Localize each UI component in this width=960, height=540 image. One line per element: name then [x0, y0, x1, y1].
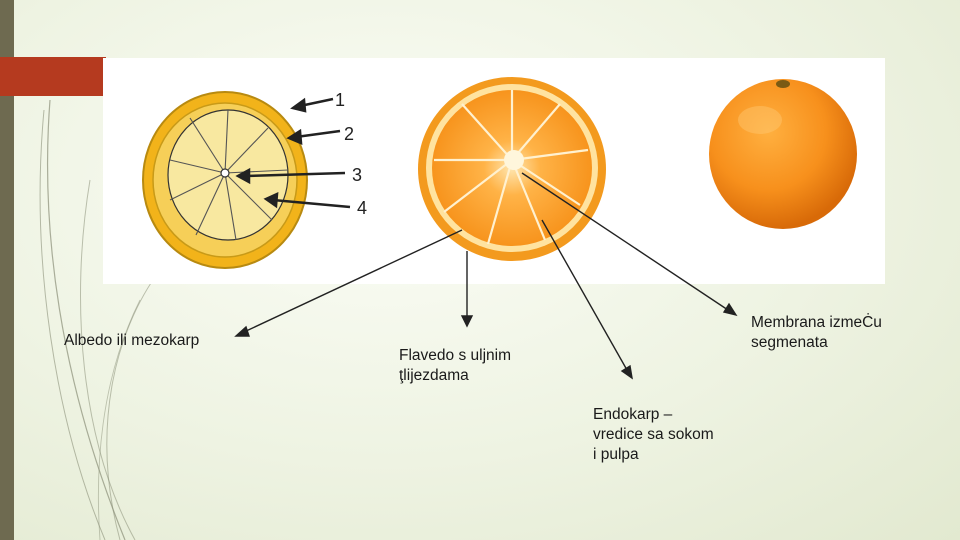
callout-number-3: 3: [352, 165, 362, 185]
label-endokarp: Endokarp – vredice sa sokom i pulpa: [593, 406, 714, 463]
callout-number-4: 4: [357, 198, 367, 218]
whole-orange-photo: [709, 79, 857, 229]
orange-half-photo: [418, 77, 606, 261]
callout-arrows: [235, 97, 351, 209]
cross-section-drawing: [142, 91, 308, 269]
label-albedo: Albedo ili mezokarp: [64, 332, 200, 349]
left-sidebar-bar: [0, 0, 14, 540]
label-membrana: Membrana izmeĊu segmenata: [751, 314, 882, 351]
label-flavedo: Flavedo s uljnim ţlijezdama: [399, 347, 511, 384]
callout-number-2: 2: [344, 124, 354, 144]
title-accent-tab: [0, 57, 106, 96]
label-pointer-arrows: [234, 172, 738, 380]
callout-number-1: 1: [335, 90, 345, 110]
